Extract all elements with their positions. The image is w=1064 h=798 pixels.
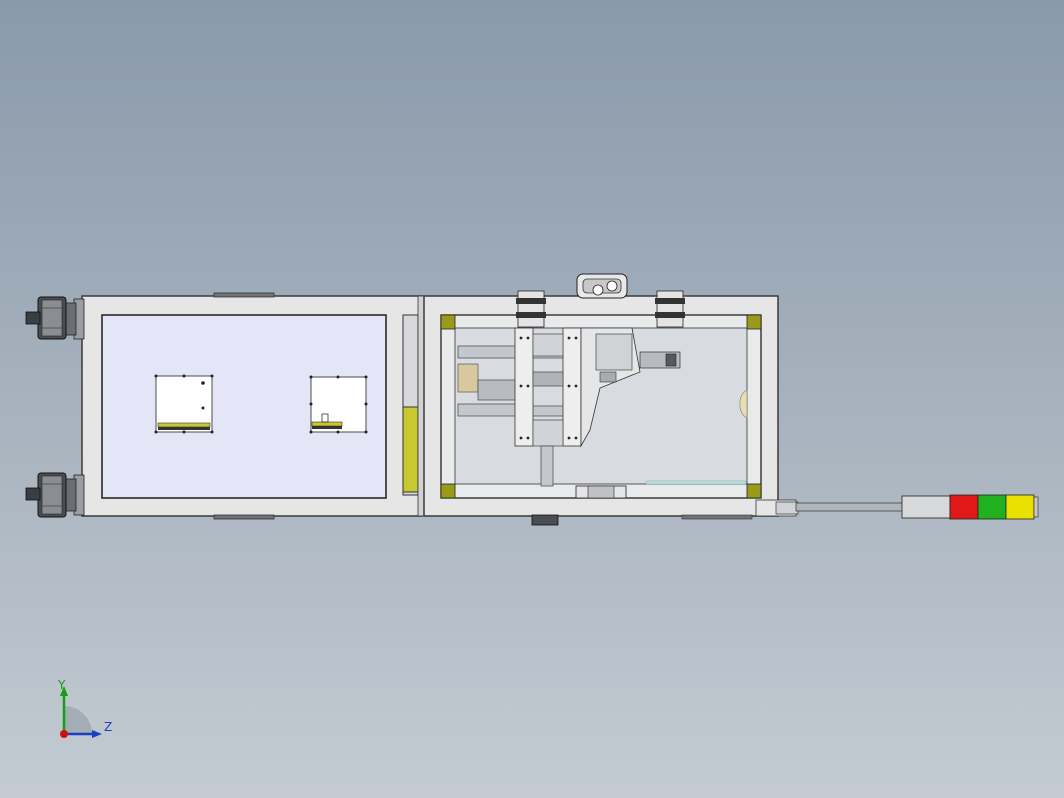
yellow-side-plate [402,406,419,493]
top-bracket-left [516,290,546,328]
signal-light-green [977,494,1007,520]
tower-arm [755,499,905,517]
caster-top[interactable] [25,296,85,340]
triad-axes-icon [60,686,102,738]
internal-mechanism [457,327,748,487]
top-bracket-right [655,290,685,328]
corner-block [746,483,762,499]
y-axis-label: Y [58,678,66,692]
corner-block [746,314,762,330]
signal-tower [901,494,1039,520]
left-module[interactable] [81,292,425,520]
caster-bottom[interactable] [25,472,85,518]
top-handle[interactable] [576,273,628,299]
signal-light-red [949,494,979,520]
right-module[interactable] [423,273,779,526]
panel-cutout-left [154,374,214,434]
corner-block [440,314,456,330]
panel-cutout-right [309,375,368,434]
orientation-triad[interactable]: Y Z [50,672,130,752]
corner-block [440,483,456,499]
z-axis-label: Z [104,720,113,734]
signal-light-yellow [1005,494,1035,520]
